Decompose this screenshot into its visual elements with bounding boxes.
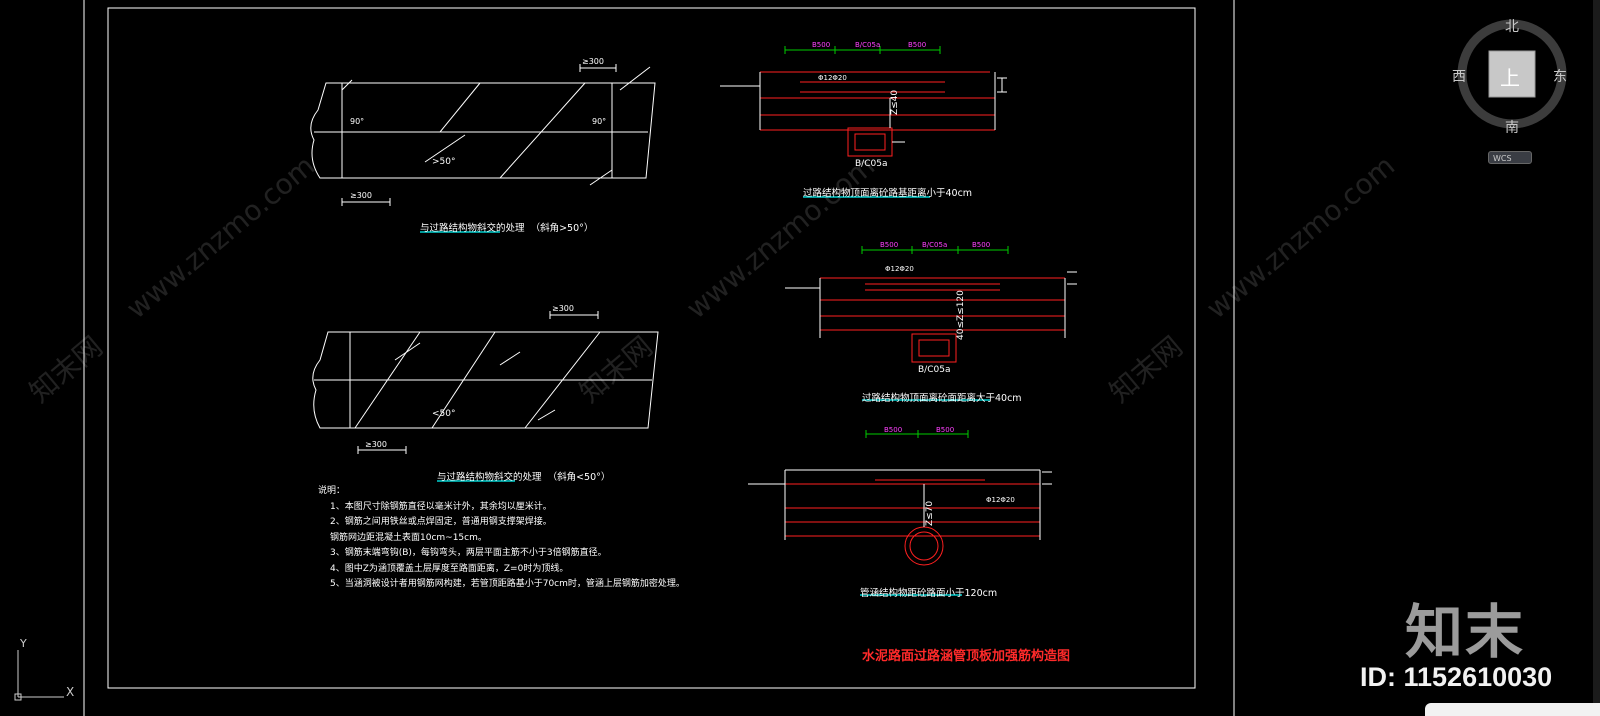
- notes-heading: 说明：: [318, 486, 346, 496]
- ucs-icon: [14, 650, 64, 701]
- compass-north[interactable]: 北: [1505, 19, 1519, 35]
- sec1-z40: Z≤40: [890, 89, 900, 115]
- dim-gt300-b: ≥300: [350, 191, 372, 200]
- watermark-id: ID: 1152610030: [1360, 662, 1553, 692]
- compass-west[interactable]: 西: [1452, 69, 1466, 85]
- caption-view-2: 与过路结构物斜交的处理 （斜角<50°）: [437, 472, 611, 483]
- dim-gt300-a: ≥300: [582, 57, 604, 66]
- view-oblique-gt50: [310, 64, 656, 206]
- sec2-dim-bc05a: B/C05a: [922, 241, 948, 249]
- sec2-z120: 40≤Z≤120: [956, 290, 966, 340]
- note-item: 3、钢筋末端弯钩(B)，每钩弯头，两层平面主筋不小于3倍钢筋直径。: [330, 548, 607, 558]
- caption-section-2: 过路结构物顶面离砼面距离大于40cm: [862, 393, 1022, 404]
- compass-east[interactable]: 东: [1553, 69, 1567, 85]
- view-oblique-lt50: [312, 311, 659, 454]
- viewcube-compass[interactable]: [1457, 19, 1567, 129]
- sec1-dim-b500-left: B500: [812, 41, 831, 49]
- drawing-title: 水泥路面过路涵管顶板加强筋构造图: [862, 649, 1071, 664]
- notification-popup[interactable]: [1425, 703, 1600, 716]
- sec2-dim-b500-left: B500: [880, 241, 899, 249]
- ucs-x-label: X: [66, 685, 75, 699]
- note-item: 5、当涵洞被设计者用钢筋网构建，若管顶距路基小于70cm时，管涵上层钢筋加密处理…: [330, 579, 685, 589]
- sec3-d12: Φ12Φ20: [986, 496, 1015, 504]
- note-item: 2、钢筋之间用铁丝或点焊固定，普通用钢支撑架焊接。: [330, 517, 552, 527]
- drawing-border: [83, 0, 1235, 716]
- angle-90-right: 90°: [592, 117, 607, 126]
- section-3: [748, 430, 1052, 566]
- watermark-logo: 知末: [1405, 598, 1526, 666]
- sec1-d12: Φ12Φ20: [818, 74, 847, 82]
- sec1-dim-bc05a: B/C05a: [855, 41, 881, 49]
- note-item: 1、本图尺寸除钢筋直径以毫米计外，其余均以厘米计。: [330, 501, 552, 512]
- angle-90-left: 90°: [350, 117, 365, 126]
- sec2-box-label: B/C05a: [918, 365, 951, 375]
- compass-south[interactable]: 南: [1505, 120, 1519, 136]
- caption-underlines: [420, 196, 990, 596]
- caption-section-3: 管涵结构物距砼路面小于120cm: [860, 588, 998, 599]
- sec1-dim-b500-right: B500: [908, 41, 927, 49]
- section-2: [785, 246, 1077, 363]
- section-1: [720, 46, 1007, 157]
- dim-gt300-c: ≥300: [552, 304, 574, 313]
- caption-section-1: 过路结构物顶面离砼路基距离小于40cm: [803, 188, 973, 199]
- sec3-z70: Z≤70: [925, 500, 935, 526]
- sec1-box-label: B/C05a: [855, 159, 888, 169]
- vertical-scrollbar[interactable]: [1593, 0, 1600, 716]
- angle-lt50: <50°: [432, 409, 456, 419]
- angle-gt50: >50°: [432, 157, 456, 167]
- sec2-d12: Φ12Φ20: [885, 265, 914, 273]
- ucs-y-label: Y: [20, 637, 27, 650]
- note-item: 钢筋网边距混凝土表面10cm~15cm。: [330, 532, 487, 543]
- sec3-dim-b500-left: B500: [884, 426, 903, 434]
- notes-block: 说明： 1、本图尺寸除钢筋直径以毫米计外，其余均以厘米计。 2、钢筋之间用铁丝或…: [318, 484, 685, 593]
- caption-view-1: 与过路结构物斜交的处理 （斜角>50°）: [420, 223, 594, 234]
- sec3-dim-b500-right: B500: [936, 426, 955, 434]
- dim-gt300-d: ≥300: [365, 440, 387, 449]
- note-item: 4、图中Z为涵顶覆盖土层厚度至路面距离，Z=0时为顶线。: [330, 563, 569, 574]
- sec2-dim-b500-right: B500: [972, 241, 991, 249]
- wcs-menu-button[interactable]: WCS: [1488, 151, 1532, 164]
- viewcube-top-face[interactable]: 上: [1500, 66, 1520, 90]
